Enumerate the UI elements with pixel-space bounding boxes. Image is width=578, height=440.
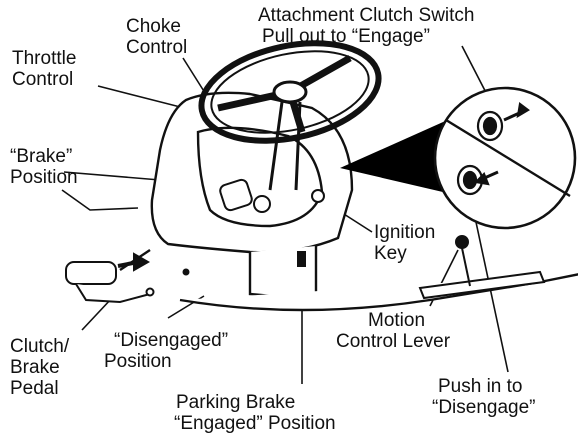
label-ignition-key: Ignition Key: [374, 222, 435, 264]
label-disengaged-position: “Disengaged” Position: [104, 330, 228, 372]
label-clutch-brake-pedal: Clutch/ Brake Pedal: [10, 336, 69, 399]
leader-brake-position: [64, 172, 160, 180]
detail-circle: [435, 88, 575, 228]
choke-knob: [254, 196, 270, 212]
leader-clutch: [82, 298, 112, 330]
label-brake-position: “Brake” Position: [10, 146, 78, 188]
brake-arm: [62, 190, 138, 210]
pedal-pad: [66, 262, 116, 284]
motion-control-lever: [420, 236, 544, 298]
label-attachment-clutch-switch: Attachment Clutch Switch Pull out to “En…: [258, 5, 474, 47]
ignition-key: [312, 190, 324, 202]
label-choke-control: Choke Control: [126, 16, 187, 58]
label-throttle-control: Throttle Control: [12, 48, 76, 90]
wheel-hub: [274, 82, 306, 102]
label-parking-brake: Parking Brake “Engaged” Position: [174, 392, 336, 434]
switch-detail: [340, 88, 575, 228]
parking-brake-latch: [298, 252, 305, 266]
label-push-in-disengage: Push in to “Disengage”: [432, 376, 536, 418]
pedal-linkage: [76, 284, 150, 302]
label-motion-control-lever: Motion Control Lever: [336, 310, 450, 352]
